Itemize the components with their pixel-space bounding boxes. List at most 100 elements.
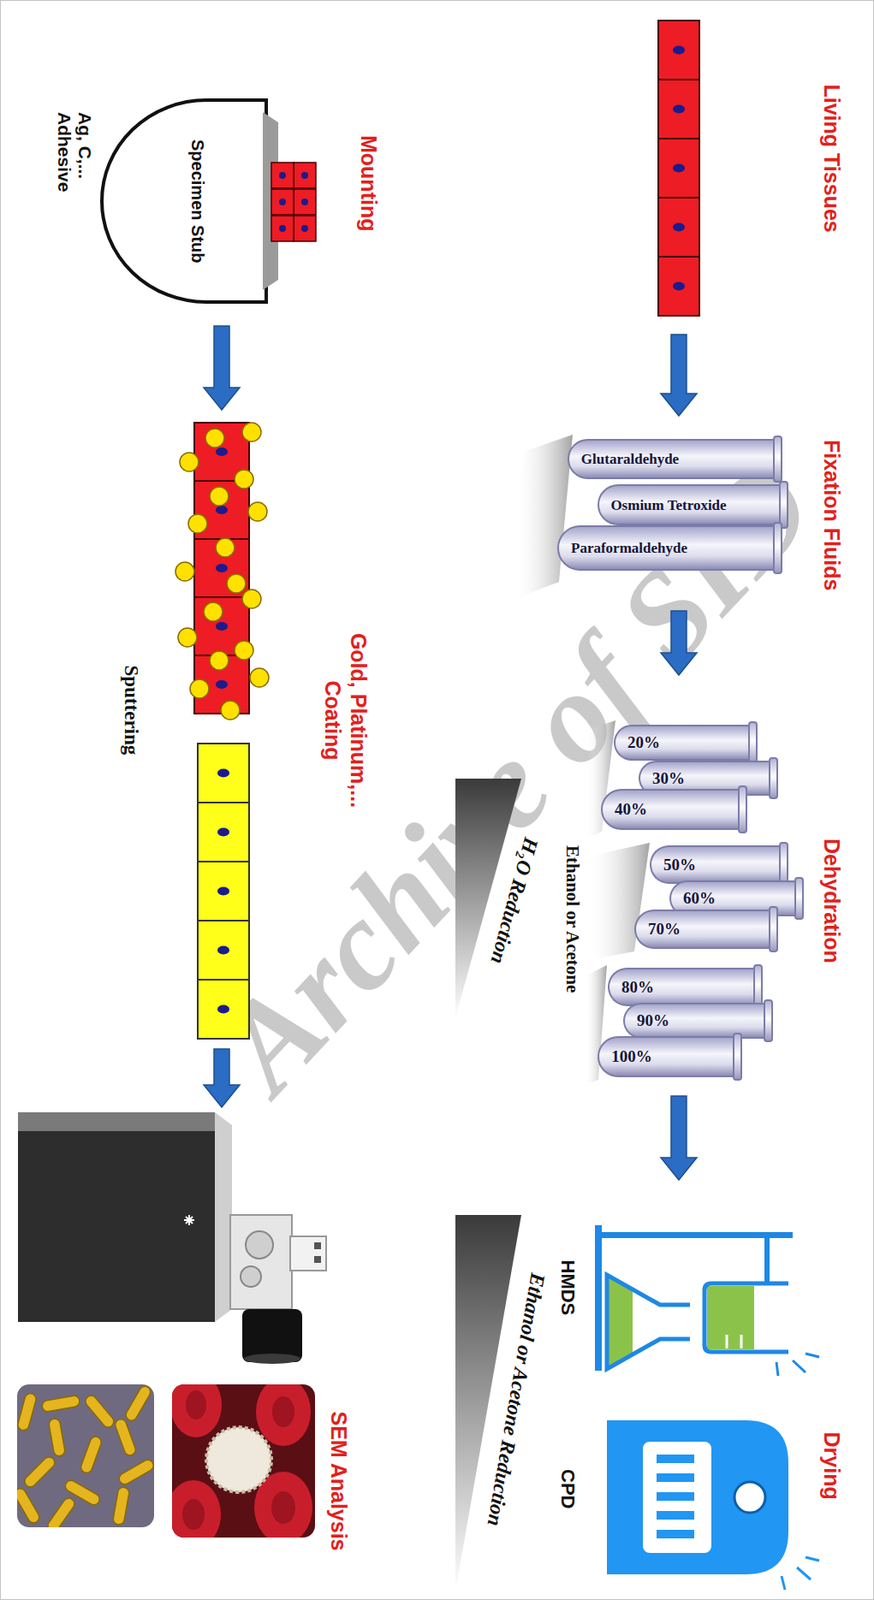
liquid xyxy=(707,1286,755,1350)
cell xyxy=(293,189,316,215)
nucleus xyxy=(217,828,230,838)
cell xyxy=(271,162,294,189)
tube-shadow xyxy=(514,434,573,600)
nucleus xyxy=(217,887,230,897)
cell xyxy=(197,802,250,863)
cpd-display xyxy=(642,1442,712,1554)
display-bar xyxy=(656,1455,695,1464)
tube-rim xyxy=(772,435,783,483)
sparkle xyxy=(805,1557,820,1562)
solvent-tube: 20% xyxy=(613,725,751,762)
fixative-tube: Glutaraldehyde xyxy=(567,439,776,480)
cell xyxy=(194,539,250,598)
star-line xyxy=(185,1217,193,1225)
tick xyxy=(740,1335,744,1350)
method-label: HMDS xyxy=(556,1260,579,1317)
stage-title: Dehydration xyxy=(819,838,845,964)
cell xyxy=(197,921,250,981)
micrograph-ground xyxy=(172,1385,316,1539)
bacteria-micrograph xyxy=(17,1385,155,1529)
concentration-label: 90% xyxy=(636,1011,670,1031)
nucleus xyxy=(215,447,228,457)
sparkle xyxy=(805,1354,820,1358)
adhesive-note: Ag, C,... Adhesive xyxy=(53,112,96,215)
tube-rim xyxy=(768,757,779,800)
nucleus xyxy=(279,198,286,206)
display-bar xyxy=(656,1474,695,1483)
coated-strip xyxy=(194,422,250,714)
cell xyxy=(293,215,316,242)
nucleus xyxy=(217,769,230,779)
white-cell xyxy=(206,1427,272,1493)
star-line xyxy=(185,1217,193,1225)
stage-group: Fixation FluidsGlutaraldehydeOsmium Tetr… xyxy=(548,421,857,607)
particle xyxy=(234,469,254,489)
specimen-stub: Specimen Stub xyxy=(98,96,327,306)
red-cell-dip xyxy=(182,1499,205,1531)
particle xyxy=(203,602,223,622)
stand-base xyxy=(594,1225,602,1372)
rod xyxy=(113,1418,137,1458)
cpd-icon xyxy=(606,1420,820,1591)
nucleus xyxy=(301,225,309,232)
cell xyxy=(658,197,700,257)
concentration-label: 70% xyxy=(648,920,681,940)
cell xyxy=(197,980,250,1040)
console-body xyxy=(17,1112,215,1323)
red-cell xyxy=(172,1480,221,1539)
stub-body xyxy=(101,100,267,303)
nuclei xyxy=(672,46,685,292)
rod xyxy=(17,1486,42,1526)
particle xyxy=(242,589,262,609)
stage-title: Drying xyxy=(819,1432,845,1501)
cpd-body xyxy=(606,1420,789,1576)
column-base xyxy=(230,1215,292,1310)
column-port xyxy=(240,1266,262,1288)
stage-title: Mounting xyxy=(356,135,382,232)
tube-rim xyxy=(794,877,804,921)
display-bar xyxy=(656,1511,695,1521)
cell xyxy=(197,862,250,922)
solvent-tube: 40% xyxy=(600,789,741,831)
rod xyxy=(45,1497,77,1529)
nucleus xyxy=(215,505,228,515)
tube-label: Glutaraldehyde xyxy=(581,451,679,469)
nucleus xyxy=(215,622,228,631)
method-icon: CPD xyxy=(552,1403,815,1593)
red-cell-dip xyxy=(185,1391,207,1421)
method-note: Sputtering xyxy=(119,665,143,756)
particle xyxy=(215,538,235,558)
tube-rim xyxy=(772,522,783,575)
solvent-tube: 90% xyxy=(623,1003,767,1040)
tube-rim xyxy=(763,999,773,1043)
cell xyxy=(658,256,700,316)
stage-group: Mounting Specimen Stub xyxy=(50,85,385,322)
solvent-note: Ethanol or Acetone xyxy=(561,845,584,993)
hmds-icon xyxy=(594,1225,820,1377)
cell xyxy=(658,138,700,198)
nucleus xyxy=(215,564,228,573)
stub-label: Specimen Stub xyxy=(187,139,209,263)
rbc-micrograph xyxy=(172,1385,316,1539)
particle xyxy=(179,452,199,472)
stage-title: SEM Analysis xyxy=(326,1412,352,1552)
method-label: CPD xyxy=(556,1469,579,1510)
logo-star xyxy=(184,1215,195,1226)
nuclei xyxy=(217,769,230,1015)
flow-arrow xyxy=(203,326,240,411)
nucleus xyxy=(279,225,286,232)
red-cell-dip xyxy=(272,1397,295,1428)
concentration-label: 40% xyxy=(614,800,648,820)
sparkle xyxy=(776,1362,779,1377)
stage-group: Drying HMDS CPD xyxy=(548,1185,857,1597)
particle xyxy=(248,502,268,522)
nucleus xyxy=(672,105,685,114)
nucleus xyxy=(215,680,228,690)
rod xyxy=(124,1385,153,1424)
cpd-knob xyxy=(734,1482,766,1514)
liquid xyxy=(608,1278,633,1368)
concentration-label: 50% xyxy=(663,856,696,875)
fixative-tube: Osmium Tetroxide xyxy=(597,484,782,526)
stand-rod xyxy=(600,1232,793,1239)
particle xyxy=(209,651,229,671)
